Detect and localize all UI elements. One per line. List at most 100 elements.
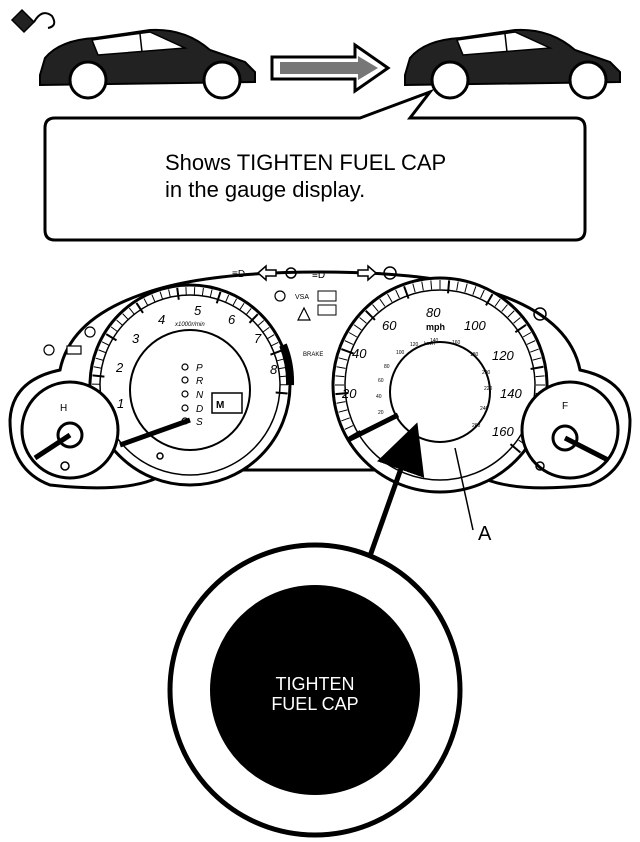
tach-tick (135, 302, 144, 314)
abs-icon (274, 290, 286, 302)
speedo-tick (341, 417, 350, 422)
tach-number-3: 3 (132, 331, 140, 346)
tach-tick (248, 313, 259, 324)
speedo-tick (359, 317, 367, 324)
tach-tick (116, 319, 123, 326)
turn-right-icon (357, 264, 378, 282)
tach-tick (128, 307, 135, 315)
fuel-full-label: F (562, 401, 568, 412)
speedo-tick (403, 285, 410, 299)
gear-mode-m: M (216, 400, 224, 411)
speedo-tick (338, 409, 348, 413)
speedo-tick (338, 357, 348, 361)
tach-tick (245, 308, 252, 315)
speedo-tick (335, 392, 349, 396)
kmh-260: 260 (472, 423, 481, 429)
speedo-tick (348, 430, 361, 439)
tach-tick (257, 320, 265, 327)
speedo-tick (513, 317, 521, 324)
mph-120: 120 (492, 348, 514, 363)
indicator-box-2 (317, 304, 337, 316)
speedo-tick (535, 375, 545, 378)
fog-light-icon (285, 267, 297, 279)
gear-p: P (196, 363, 203, 374)
tach-tick (270, 349, 283, 356)
mph-140: 140 (500, 386, 522, 401)
left-indicator-icon (84, 326, 96, 338)
mph-60: 60 (382, 318, 397, 333)
check-engine-icon (43, 344, 55, 356)
tachometer (88, 283, 295, 487)
tach-tick (262, 326, 270, 333)
mph-40: 40 (352, 346, 367, 361)
speedo-tick (387, 293, 393, 303)
fuel-gauge (520, 380, 620, 480)
speedo-tick (494, 298, 501, 307)
callout-box (43, 88, 587, 242)
transition-arrow (270, 42, 391, 94)
speedo-tick (522, 332, 532, 338)
inset-message-line-1: TIGHTEN (276, 674, 355, 694)
fuel-cap-icon (10, 8, 56, 34)
kmh-20: 20 (378, 410, 384, 416)
tach-tick (266, 334, 275, 340)
zoom-inset (167, 542, 463, 838)
warning-triangle-icon (297, 306, 311, 321)
speedo-tick (412, 283, 416, 293)
tach-tick (225, 294, 230, 303)
kmh-80: 80 (384, 364, 390, 370)
tach-tick (279, 375, 288, 378)
speedo-tick (379, 298, 386, 307)
speedo-tick (507, 310, 515, 318)
car-right-illustration (404, 28, 621, 100)
tach-tick (176, 287, 180, 300)
speedo-tick (365, 310, 376, 321)
kmh-160: 160 (452, 340, 461, 346)
speedo-tick (472, 286, 477, 295)
tach-tick (276, 358, 285, 362)
speedo-tick (395, 289, 400, 299)
tach-number-5: 5 (194, 303, 202, 318)
mph-80: 80 (426, 305, 441, 320)
kmh-60: 60 (378, 378, 384, 384)
tach-tick (105, 333, 117, 342)
speedo-tick (509, 443, 522, 454)
tach-tick (168, 289, 171, 298)
tach-tick (95, 357, 104, 361)
tpms-icon (533, 307, 547, 321)
speedo-tick (430, 280, 433, 290)
speedo-tick (340, 348, 354, 355)
kmh-140: 140 (430, 338, 439, 344)
tach-tick (232, 298, 238, 307)
gear-n: N (196, 390, 204, 401)
kmh-100: 100 (396, 350, 405, 356)
speedo-tick (421, 281, 424, 291)
gear-r: R (196, 376, 203, 387)
tach-number-7: 7 (254, 331, 262, 346)
tach-tick (159, 291, 164, 300)
power-icon (383, 266, 397, 280)
speedo-tick (335, 375, 345, 378)
tach-tick (92, 374, 105, 378)
speedo-tick (353, 324, 362, 331)
pointer-a-line (454, 447, 474, 531)
turn-left-icon (256, 264, 277, 282)
tach-number-4: 4 (158, 312, 165, 327)
tach-tick (270, 341, 279, 347)
tach-tick (98, 349, 107, 354)
temperature-gauge (20, 380, 120, 480)
tach-tick (101, 341, 110, 346)
tach-tick (239, 303, 245, 311)
speedo-tick (530, 365, 544, 371)
mph-160: 160 (492, 424, 514, 439)
car-left-illustration (39, 28, 256, 100)
tach-number-6: 6 (228, 312, 236, 327)
speedo-tick (480, 289, 485, 299)
speedo-tick (348, 332, 358, 338)
gear-indicator (181, 363, 243, 425)
speedo-tick (514, 323, 527, 334)
indicator-box-1 (317, 290, 337, 302)
mph-100: 100 (464, 318, 486, 333)
tach-tick (110, 326, 118, 333)
kmh-40: 40 (376, 394, 382, 400)
